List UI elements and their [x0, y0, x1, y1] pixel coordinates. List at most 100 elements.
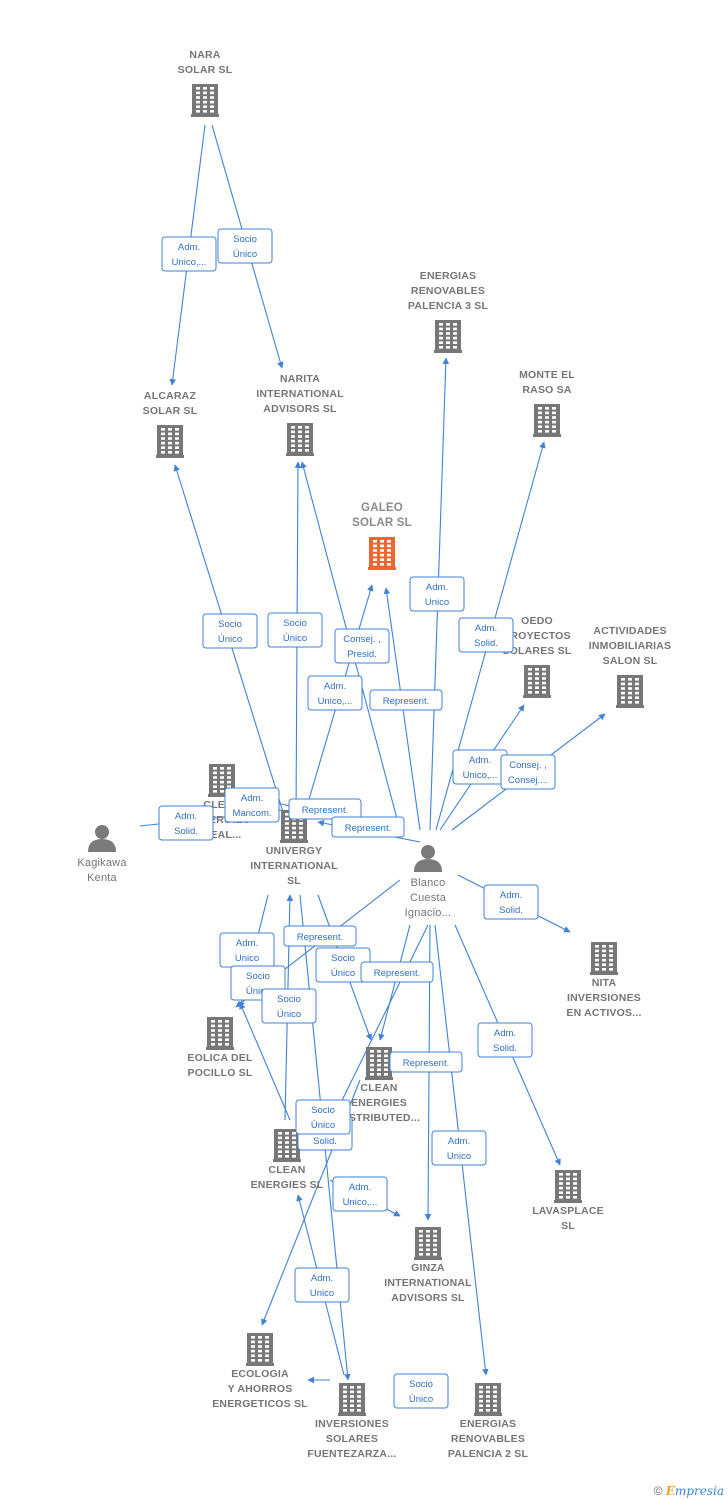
edge-label-text: Adm.	[448, 1136, 470, 1147]
building-icon	[616, 675, 644, 708]
edge-label-blanco-to-energias3[interactable]: Adm.Unico	[409, 576, 465, 612]
edge-label-box	[331, 816, 405, 838]
building-icon	[273, 1129, 301, 1162]
edge-label-text: Socio	[283, 618, 307, 629]
edge-label-text: Único	[277, 1009, 301, 1020]
edge-label-blanco-to-energias2[interactable]: Adm.Unico	[431, 1130, 487, 1166]
node-label-line: SOLARES	[326, 1433, 378, 1445]
node-label-line: ADVISORS SL	[391, 1292, 465, 1304]
node-blanco[interactable]: BlancoCuestaIgnacio...	[405, 845, 452, 919]
node-label-line: ECOLOGIA	[231, 1368, 289, 1380]
edge-label-box	[294, 1267, 350, 1303]
node-label-line: NARA	[189, 49, 220, 61]
edge-label-text: Adm.	[311, 1273, 333, 1284]
edge-label-blanco-to-eolica[interactable]: Represent.	[283, 925, 357, 947]
edge-label-text: Unico,...	[463, 770, 498, 781]
node-label-line: SOLARES SL	[502, 645, 571, 657]
node-label-line: INVERSIONES	[567, 992, 641, 1004]
edge-label-box	[431, 1130, 487, 1166]
edge-label-text: Socio	[331, 953, 355, 964]
node-label-line: ENERGIAS	[460, 1418, 516, 1430]
brand-logo-text: mpresia	[674, 1484, 724, 1498]
node-label-line: Kagikawa	[77, 857, 127, 869]
edge-label-text: Adm.	[236, 938, 258, 949]
node-clean_distrib[interactable]: CLEANENERGIESDISTRIBUTED...	[338, 1047, 420, 1124]
building-icon	[338, 1383, 366, 1416]
edge-label-text: Represent.	[345, 823, 391, 834]
person-icon	[414, 845, 442, 872]
node-label-line: SL	[287, 875, 301, 887]
edge-label-blanco-to-clean_distrib[interactable]: Represent.	[360, 961, 434, 983]
node-label-line: CLEAN	[360, 1082, 397, 1094]
empresia-brand[interactable]: © Empresia	[654, 1484, 724, 1498]
edge-label-text: Adm.	[175, 811, 197, 822]
edge-label-univergy-to-clean_real[interactable]: Adm.Mancom.	[224, 787, 280, 823]
edge-label-text: Único	[311, 1120, 335, 1131]
edge-label-blanco-to-monte[interactable]: Adm.Solid.	[458, 617, 514, 653]
building-icon	[246, 1333, 274, 1366]
node-label-line: SL	[561, 1220, 575, 1232]
node-label-line: DISTRIBUTED...	[338, 1112, 420, 1124]
brand-logo-initial: E	[665, 1484, 675, 1498]
edge-label-blanco-to-narita[interactable]: Consej. ,Presid.	[334, 628, 390, 664]
node-label-line: POCILLO SL	[188, 1067, 253, 1079]
edge-label-kagikawa-to-univergy[interactable]: Adm.Solid.	[158, 805, 214, 841]
node-label-line: OEDO	[521, 615, 553, 627]
edge-label-text: Consej....	[508, 775, 548, 786]
edge-label-text: Adm.	[241, 793, 263, 804]
node-label-line: GALEO	[361, 502, 403, 514]
edge-label-box	[224, 787, 280, 823]
edge-label-blanco-to-clean_real[interactable]: Represent.	[288, 798, 362, 820]
edge-label-inversiones-to-clean_sl[interactable]: Adm.Unico	[294, 1267, 350, 1303]
edge-label-text: Unico	[235, 953, 259, 964]
edge-label-text: Adm.	[494, 1028, 516, 1039]
edge-label-box	[332, 1176, 388, 1212]
edge-label-univergy-to-galeo[interactable]: Adm.Unico,...	[307, 675, 363, 711]
node-label-line: Y AHORROS	[228, 1383, 293, 1395]
node-label-line: SALON SL	[603, 655, 658, 667]
edge-label-nara-to-alcaraz[interactable]: Adm.Unico,...	[161, 236, 217, 272]
edge-label-blanco-to-actividades[interactable]: Consej. ,Consej....	[500, 754, 556, 790]
edge-label-blanco-to-galeo[interactable]: Represent.	[369, 689, 443, 711]
edge-label-clean_sl-to-ginza[interactable]: Adm.Unico,...	[332, 1176, 388, 1212]
building-icon	[206, 1017, 234, 1050]
edge-label-text: Unico	[425, 597, 449, 608]
edge-label-text: Adm.	[500, 890, 522, 901]
edge-label-blanco-to-oedo[interactable]: Adm.Unico,...	[452, 749, 508, 785]
edge-label-univergy-to-eolica[interactable]: Adm. Unico	[219, 932, 275, 968]
building-icon	[554, 1170, 582, 1203]
node-inversiones[interactable]: INVERSIONESSOLARESFUENTEZARZA...	[307, 1383, 396, 1460]
edge-label-box	[409, 576, 465, 612]
edge-label-text: Único	[409, 1394, 433, 1405]
node-label-line: PALENCIA 3 SL	[408, 300, 489, 312]
edge-label-blanco-to-nita[interactable]: Adm.Solid.	[483, 884, 539, 920]
node-label-line: INMOBILIARIAS	[589, 640, 672, 652]
edge-label-blanco-to-univergy[interactable]: Represent.	[331, 816, 405, 838]
edge-label-text: Único	[246, 986, 270, 997]
edge-label-blanco-to-lavasplace[interactable]: Adm.Solid.	[477, 1022, 533, 1058]
edge-label-blanco-to-clean_sl[interactable]: Represent.	[389, 1051, 463, 1073]
